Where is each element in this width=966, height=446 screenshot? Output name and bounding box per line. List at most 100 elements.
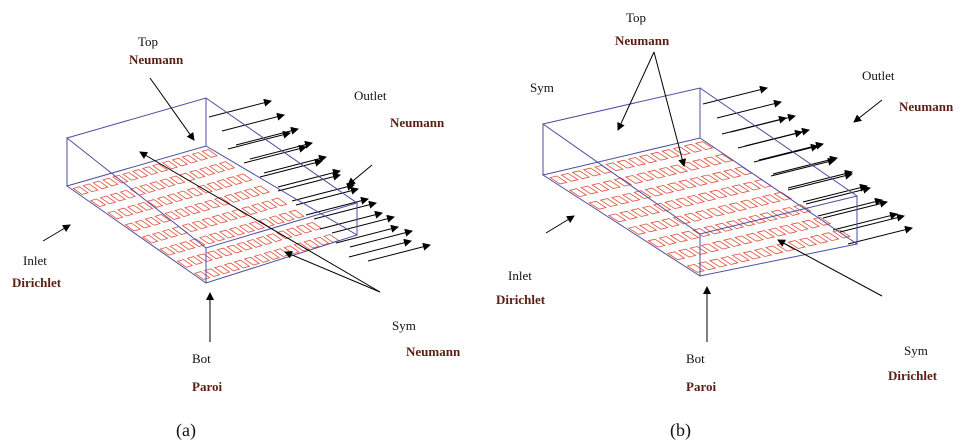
a-mesh-cell <box>208 164 226 173</box>
a-mesh-cell <box>174 208 191 218</box>
a-mesh-cell <box>151 163 169 173</box>
b-mesh-cell <box>790 222 809 232</box>
b-mesh-cell <box>798 237 818 247</box>
a-mesh-cell <box>186 187 204 197</box>
a-mesh-cell <box>253 185 271 195</box>
b-mesh-cell <box>686 263 706 273</box>
a-mesh-cell <box>156 196 174 205</box>
a-mesh-cell <box>166 193 184 203</box>
b-flow-arrow <box>839 213 905 233</box>
a-mesh-cell <box>226 176 243 185</box>
inlet-pointer-a <box>42 224 71 242</box>
mesh-a <box>72 149 340 280</box>
panel-a: Top Neumann Outlet Neumann Inlet Dirichl… <box>12 34 461 441</box>
a-mesh-cell <box>179 241 196 250</box>
b-mesh-cell <box>697 261 717 271</box>
a-mesh-cell <box>243 256 261 266</box>
sym-label-b: Sym <box>904 343 928 358</box>
a-mesh-cell <box>122 172 139 181</box>
a-flow-arrow <box>367 242 431 262</box>
a-mesh-cell <box>171 157 189 167</box>
b-mesh-cell <box>745 232 764 242</box>
b-mesh-cell <box>750 197 770 206</box>
a-mesh-cell <box>176 259 194 268</box>
a-mesh-cell <box>131 169 149 178</box>
b-mesh-cell <box>636 172 655 182</box>
b-mesh-cell <box>700 174 720 184</box>
a-mesh-cell <box>126 204 144 214</box>
a-mesh-cell <box>285 227 303 237</box>
a-flow-arrow <box>221 112 285 132</box>
inlet-pointer-b <box>545 215 575 234</box>
b-mesh-cell <box>650 151 669 161</box>
b-mesh-cell <box>756 230 776 239</box>
b-mesh-cell <box>731 253 750 263</box>
b-mesh-cell <box>664 200 683 210</box>
a-mesh-cell <box>218 161 236 170</box>
a-mesh-cell <box>246 239 263 248</box>
a-mesh-cell <box>303 239 320 249</box>
a-mesh-cell <box>191 220 209 230</box>
b-mesh-cell <box>700 243 720 253</box>
b-flow-arrow <box>832 211 898 231</box>
b-mesh-cell <box>734 235 753 245</box>
a-mesh-cell <box>218 229 236 239</box>
bot-condition-b: Paroi <box>686 379 716 394</box>
b-mesh-cell <box>708 258 728 268</box>
b-mesh-cell <box>694 210 714 220</box>
b-flow-arrow <box>772 155 838 175</box>
a-mesh-cell <box>228 226 246 236</box>
b-flow-arrow <box>805 185 871 205</box>
a-mesh-cell <box>194 271 211 280</box>
top-label-b: Top <box>626 10 646 25</box>
a-mesh-cell <box>221 211 238 221</box>
a-mesh-cell <box>233 259 251 269</box>
b-mesh-cell <box>644 187 664 197</box>
b-mesh-cell <box>717 204 736 214</box>
b-mesh-cell <box>658 236 678 245</box>
b-mesh-cell <box>680 161 700 171</box>
b-mesh-cell <box>720 256 739 265</box>
b-mesh-cell <box>781 207 801 216</box>
a-mesh-cell <box>141 166 159 175</box>
a-mesh-cell <box>169 244 186 253</box>
b-mesh-cell <box>638 154 658 164</box>
b-mesh-cell <box>658 167 678 176</box>
a-mesh-cell <box>305 221 323 231</box>
a-flow-arrow <box>243 144 307 164</box>
a-mesh-cell <box>206 181 223 191</box>
a-mesh-cell <box>263 251 281 260</box>
b-mesh-cell <box>560 172 579 182</box>
sym-top-label-b: Sym <box>530 80 554 95</box>
bot-condition-a: Paroi <box>192 379 222 394</box>
b-mesh-cell <box>778 224 798 234</box>
b-mesh-cell <box>762 194 781 204</box>
b-mesh-cell <box>686 194 706 204</box>
a-flow-arrow <box>349 228 413 248</box>
b-mesh-cell <box>736 217 756 227</box>
sym-condition-a: Neumann <box>406 344 461 359</box>
outlet-label-a: Outlet <box>354 88 387 103</box>
b-mesh-cell <box>568 188 588 198</box>
a-flow-arrow <box>295 186 359 206</box>
a-mesh-cell <box>275 230 293 240</box>
a-mesh-cell <box>198 235 216 245</box>
a-mesh-cell <box>102 177 119 187</box>
b-mesh-cell <box>821 232 840 242</box>
b-mesh-cell <box>669 164 689 174</box>
a-mesh-cell <box>231 209 248 218</box>
a-mesh-cell <box>223 194 241 203</box>
a-mesh-cell <box>161 229 179 238</box>
b-flow-arrow <box>737 129 803 149</box>
a-mesh-cell <box>241 206 258 215</box>
a-mesh-cell <box>270 197 288 207</box>
b-mesh-cell <box>647 238 666 248</box>
b-mesh-cell <box>605 162 624 172</box>
b-mesh-cell <box>759 212 779 222</box>
a-flow-arrow <box>277 168 341 188</box>
b-mesh-cell <box>599 198 619 207</box>
b-mesh-cell <box>748 214 767 224</box>
b-mesh-cell <box>697 192 717 202</box>
a-mesh-cell <box>181 223 199 233</box>
